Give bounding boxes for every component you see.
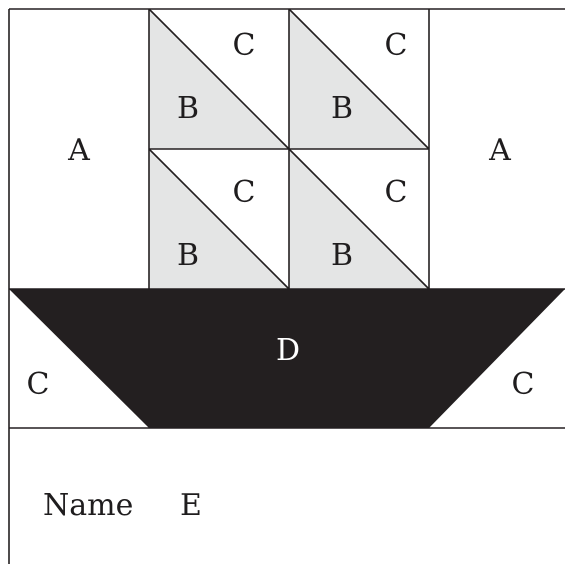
label-c-left: C bbox=[27, 367, 50, 402]
label-b-1: B bbox=[177, 91, 199, 126]
label-e: E bbox=[180, 488, 202, 523]
label-d: D bbox=[276, 333, 300, 368]
label-c-3: C bbox=[233, 175, 256, 210]
label-c-right: C bbox=[512, 367, 535, 402]
label-c-2: C bbox=[385, 28, 408, 63]
label-a-right: A bbox=[488, 133, 511, 168]
label-b-2: B bbox=[331, 91, 353, 126]
label-name: Name bbox=[43, 488, 133, 523]
label-c-4: C bbox=[385, 175, 408, 210]
label-a-left: A bbox=[67, 133, 90, 168]
label-c-1: C bbox=[233, 28, 256, 63]
label-b-4: B bbox=[331, 238, 353, 273]
label-b-3: B bbox=[177, 238, 199, 273]
